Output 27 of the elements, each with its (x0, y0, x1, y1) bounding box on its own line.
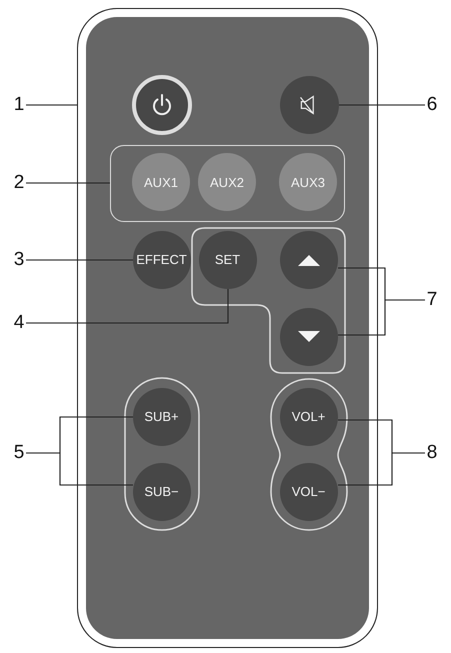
callout-number: 5 (12, 441, 26, 465)
leader-line (338, 452, 425, 486)
remote-button: VOL+ (280, 388, 338, 446)
remote-button: EFFECT (132, 230, 190, 288)
up-button (280, 230, 338, 288)
leader-line (338, 299, 425, 336)
callout-number: 6 (425, 93, 439, 117)
leader-line (26, 182, 110, 184)
remote-button: SUB− (132, 462, 190, 520)
remote-button: SUB+ (132, 388, 190, 446)
leader-line (26, 104, 77, 106)
callout-number: 1 (12, 93, 26, 117)
callout-number: 3 (12, 248, 26, 272)
leader-line (26, 259, 133, 261)
leader-line (26, 289, 229, 324)
remote-button: SET (198, 230, 256, 288)
callout-number: 7 (425, 288, 439, 312)
callout-number: 4 (12, 311, 26, 335)
remote-button: VOL− (280, 462, 338, 520)
input-button: AUX3 (279, 153, 337, 211)
input-button: AUX1 (132, 153, 190, 211)
leader-line (339, 104, 425, 106)
remote-control-body (77, 8, 378, 648)
callout-number: 2 (12, 171, 26, 195)
button-group-outline (110, 144, 344, 222)
input-button: AUX2 (198, 153, 256, 211)
callout-number: 8 (425, 441, 439, 465)
